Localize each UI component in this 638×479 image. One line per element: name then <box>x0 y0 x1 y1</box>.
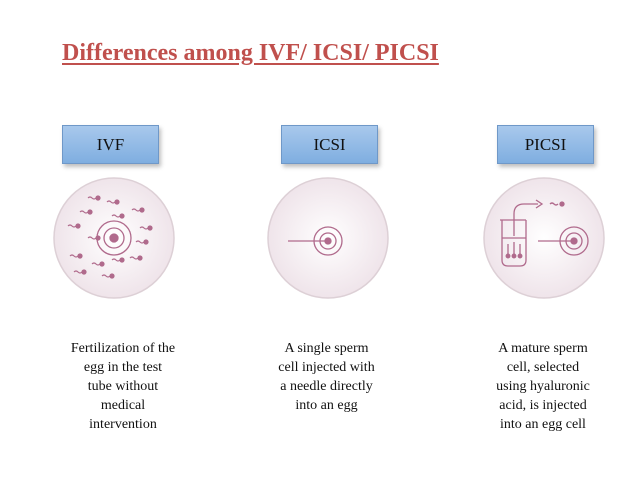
ivf-dish-icon <box>53 177 175 299</box>
ivf-caption: Fertilization of the egg in the test tub… <box>70 341 176 432</box>
icsi-caption: A single sperm cell injected with a need… <box>278 341 375 413</box>
icsi-label-box: ICSI <box>281 125 378 164</box>
picsi-caption: A mature sperm cell, selected using hyal… <box>496 341 590 432</box>
slide-title: Differences among IVF/ ICSI/ PICSI <box>62 40 439 66</box>
ivf-label-box: IVF <box>62 125 159 164</box>
icsi-needle-icon <box>267 177 389 299</box>
picsi-selection-icon <box>483 177 605 299</box>
picsi-label-box: PICSI <box>497 125 594 164</box>
